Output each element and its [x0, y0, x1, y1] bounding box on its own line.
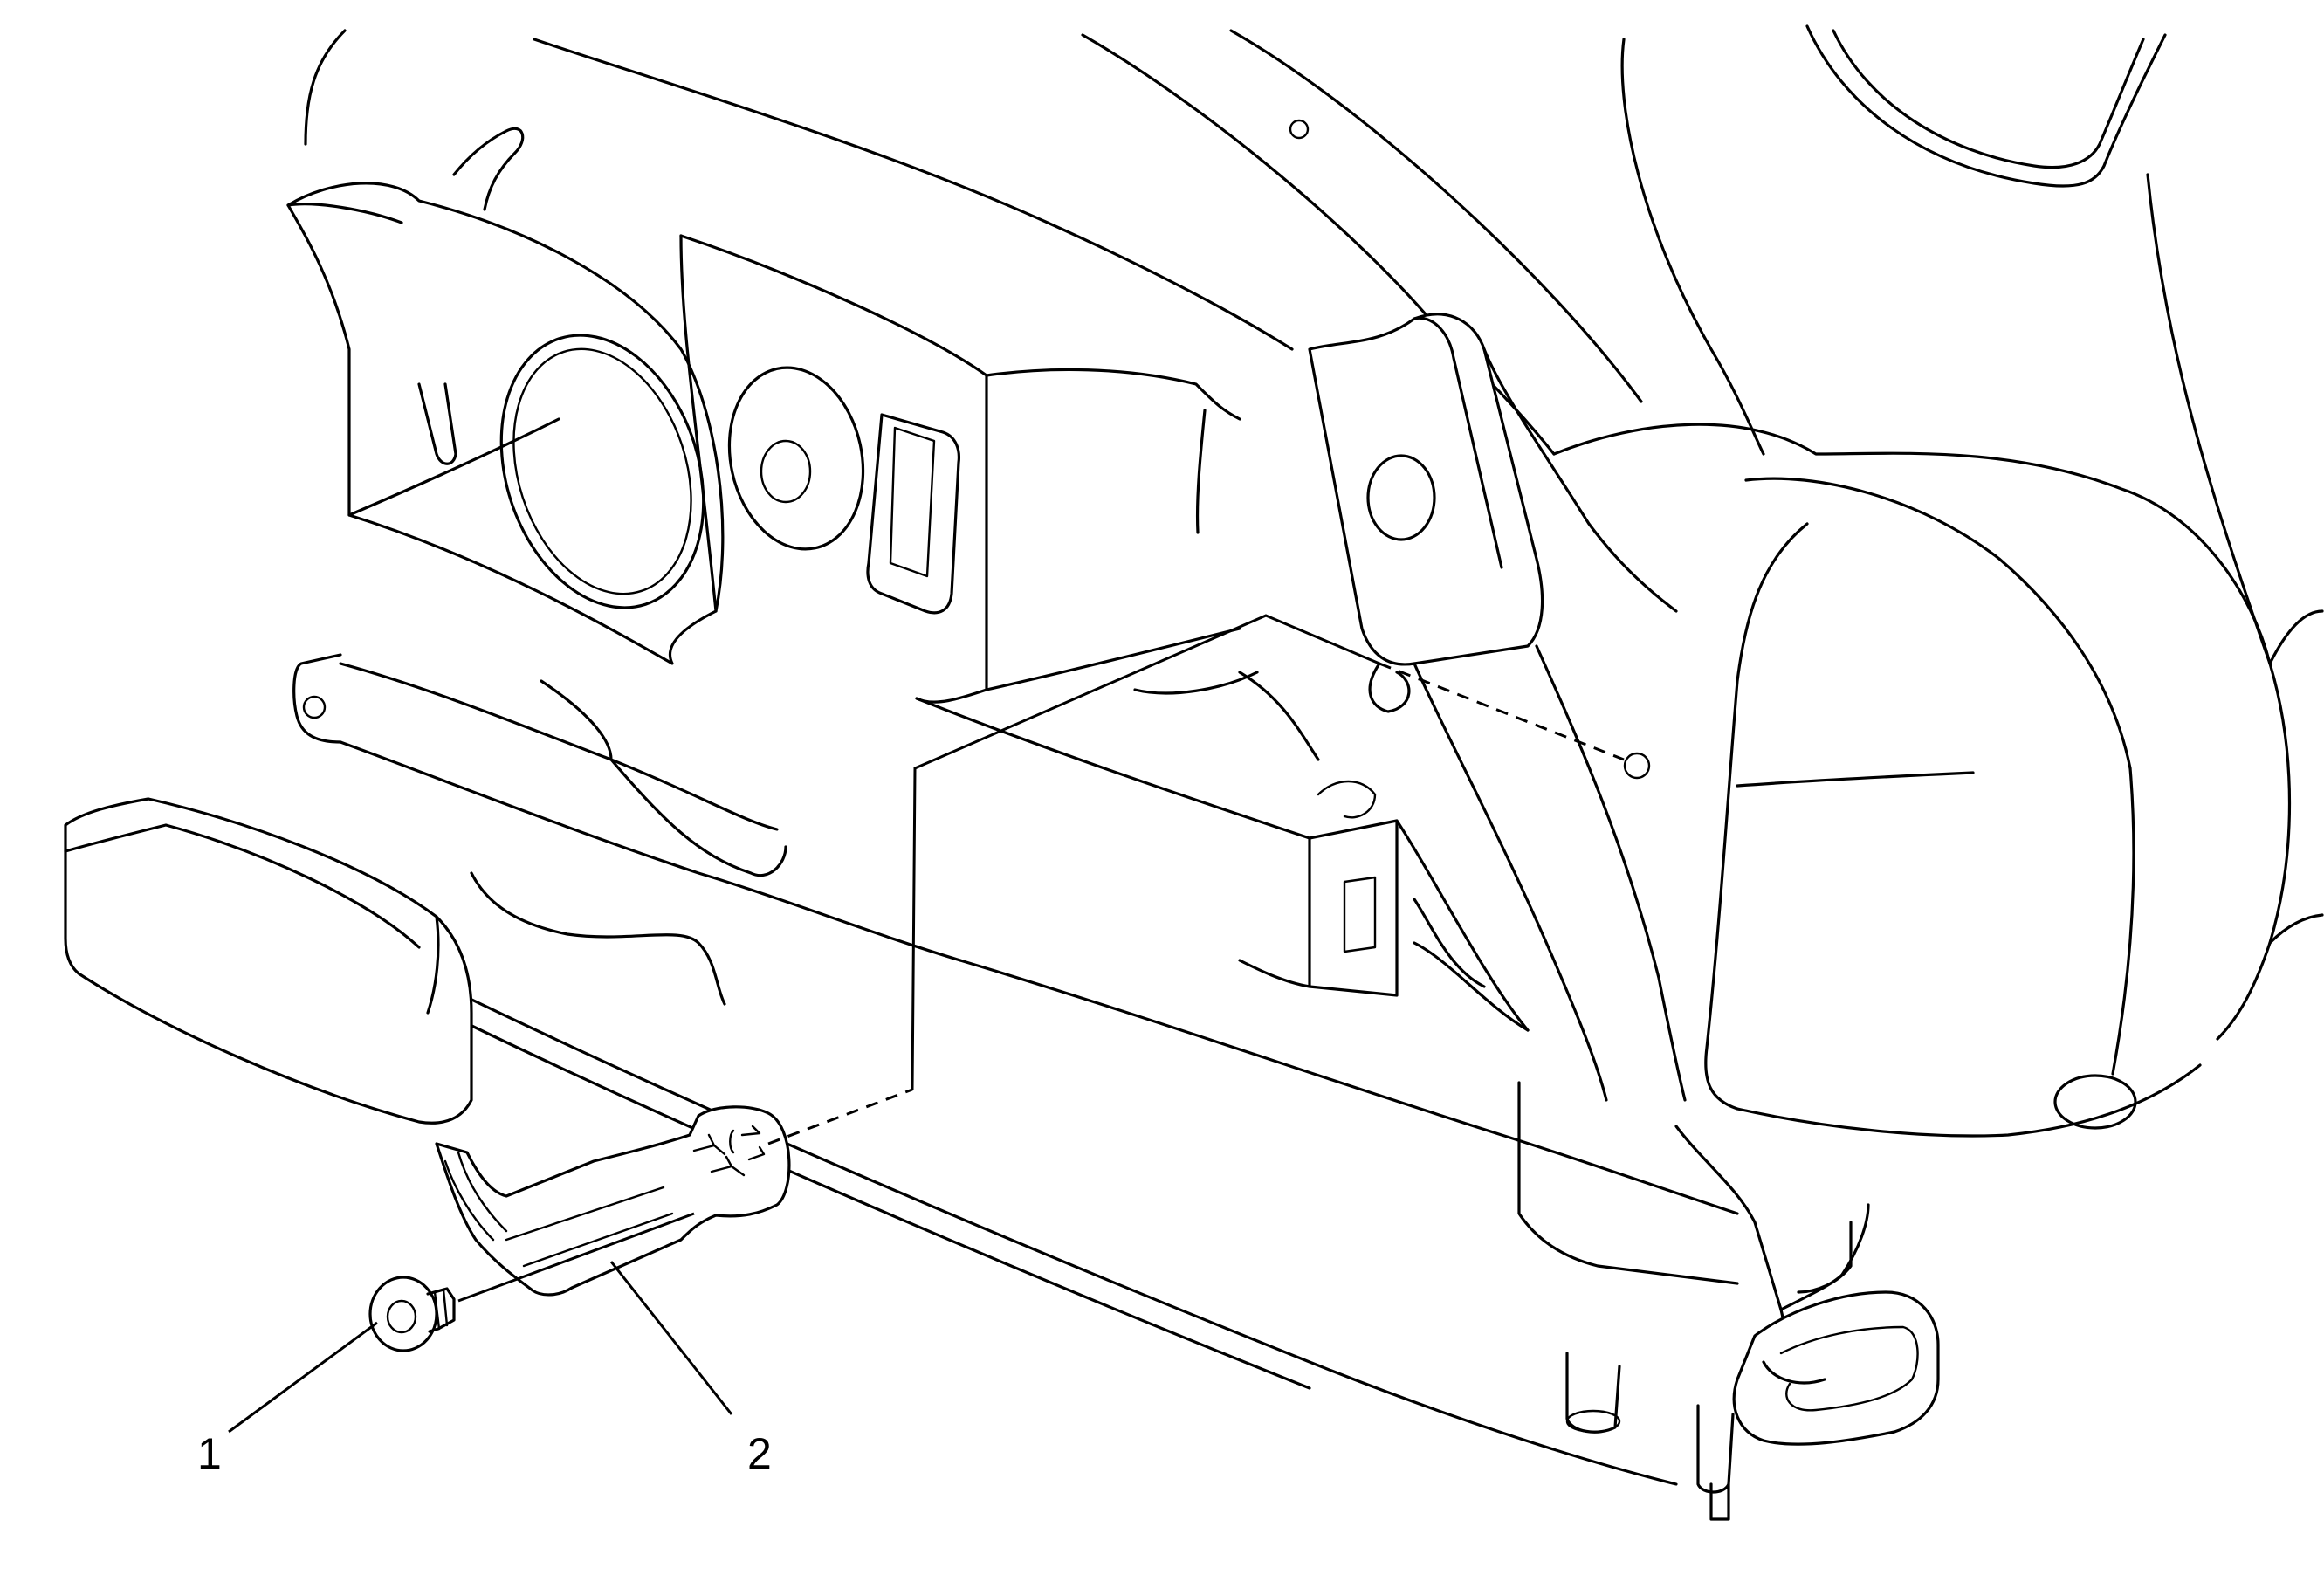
seat-side-panel: [286, 127, 725, 665]
callout-2-label: 2: [747, 1429, 772, 1478]
installation-guide-lines: [457, 614, 1625, 1303]
seat-frame-rails: [292, 653, 1739, 1215]
callout-1: 1: [197, 1321, 378, 1478]
seat-belt-latch: [1308, 313, 1687, 1102]
front-trim-cover: [64, 797, 473, 1125]
seat-bracket: [435, 1105, 791, 1297]
callout-2: 2: [609, 1261, 772, 1478]
seat-lower-track: [461, 994, 1940, 1521]
seat-right-cushion: [1552, 423, 2324, 1138]
seat-adjuster-controls: [727, 366, 961, 615]
seat-center-housing: [679, 234, 1241, 704]
callout-1-label: 1: [197, 1429, 222, 1478]
fastener-screw: [368, 1276, 456, 1352]
seat-back-outline: [304, 24, 2272, 665]
